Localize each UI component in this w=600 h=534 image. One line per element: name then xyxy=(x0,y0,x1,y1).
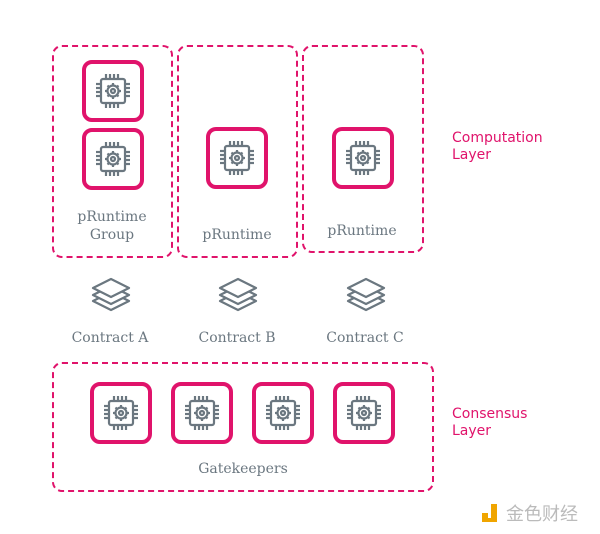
chip-icon xyxy=(82,60,144,122)
label-line: Computation xyxy=(452,130,543,146)
label-line: Layer xyxy=(452,423,492,439)
pruntime-box-c xyxy=(302,45,424,253)
gatekeepers-label: Gatekeepers xyxy=(198,461,288,477)
watermark-text: 金色财经 xyxy=(506,504,578,525)
chip-icon xyxy=(171,382,233,444)
contract-a-label: Contract A xyxy=(71,330,149,346)
watermark: 金色财经 xyxy=(482,500,578,526)
pruntime-box-b xyxy=(177,45,298,258)
chip-icon xyxy=(206,127,268,189)
layers-icon xyxy=(216,276,260,316)
label-line: Group xyxy=(89,227,135,243)
chip-icon xyxy=(90,382,152,444)
gatekeepers-box xyxy=(52,362,434,492)
pruntime-label: pRuntime xyxy=(327,223,397,239)
watermark-logo-icon xyxy=(482,504,500,522)
layers-icon xyxy=(89,276,133,316)
chip-icon xyxy=(332,127,394,189)
label-line: Consensus xyxy=(452,406,528,422)
chip-icon xyxy=(252,382,314,444)
layers-icon xyxy=(344,276,388,316)
label-line: pRuntime xyxy=(77,209,147,225)
pruntime-group-box xyxy=(52,45,173,258)
chip-icon xyxy=(82,128,144,190)
contract-b-label: Contract B xyxy=(198,330,276,346)
label-line: Layer xyxy=(452,147,492,163)
contract-c-label: Contract C xyxy=(326,330,404,346)
chip-icon xyxy=(333,382,395,444)
pruntime-label: pRuntime xyxy=(202,227,272,243)
